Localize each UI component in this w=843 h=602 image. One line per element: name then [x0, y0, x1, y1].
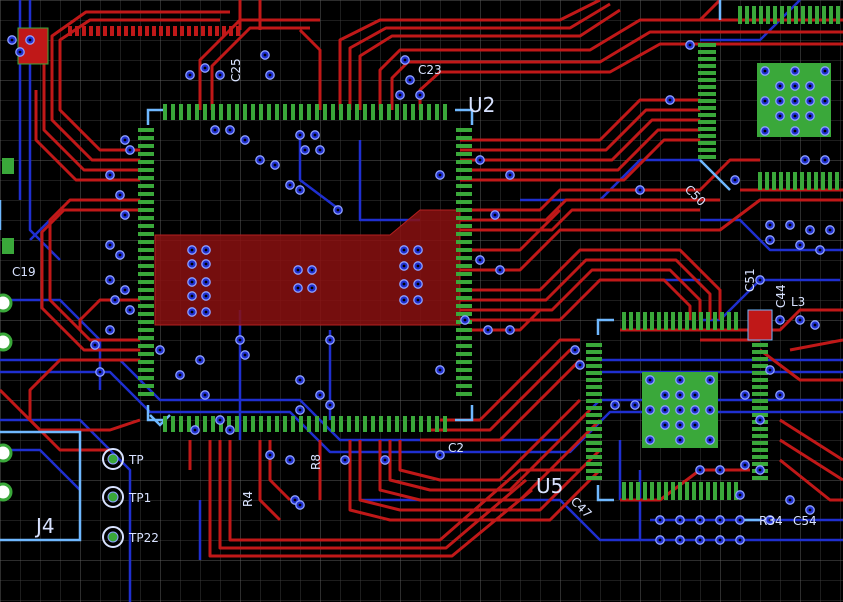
- test-point-tp[interactable]: [102, 448, 124, 470]
- label-u2: U2: [468, 93, 495, 117]
- label-c51: C51: [743, 268, 757, 292]
- label-r34: R34: [759, 514, 783, 528]
- qfp-chip-left: [138, 104, 472, 432]
- connector-j4-pads: [0, 158, 14, 502]
- label-j4: J4: [34, 514, 55, 538]
- via-field: [7, 35, 835, 545]
- label-l3: L3: [791, 295, 805, 309]
- label-c23: C23: [418, 63, 442, 77]
- label-c54: C54: [793, 514, 817, 528]
- label-tp: TP: [128, 453, 144, 467]
- label-tp1: TP1: [128, 491, 151, 505]
- label-r8: R8: [309, 454, 323, 470]
- label-u5: U5: [536, 474, 563, 498]
- label-tp22: TP22: [128, 531, 159, 545]
- qfp-chip-right: [68, 6, 840, 190]
- label-c44: C44: [774, 284, 788, 308]
- test-point-tp22[interactable]: [102, 526, 124, 548]
- label-c2: C2: [448, 441, 464, 455]
- label-c19: C19: [12, 265, 36, 279]
- pad-corner-right: [747, 309, 773, 341]
- label-c25: C25: [229, 58, 243, 82]
- label-r4: R4: [241, 491, 255, 507]
- qfp-chip-u5: [586, 312, 768, 500]
- pad-corner-top-left: [17, 27, 49, 65]
- test-point-tp1[interactable]: [102, 486, 124, 508]
- top-copper-traces: [0, 0, 843, 558]
